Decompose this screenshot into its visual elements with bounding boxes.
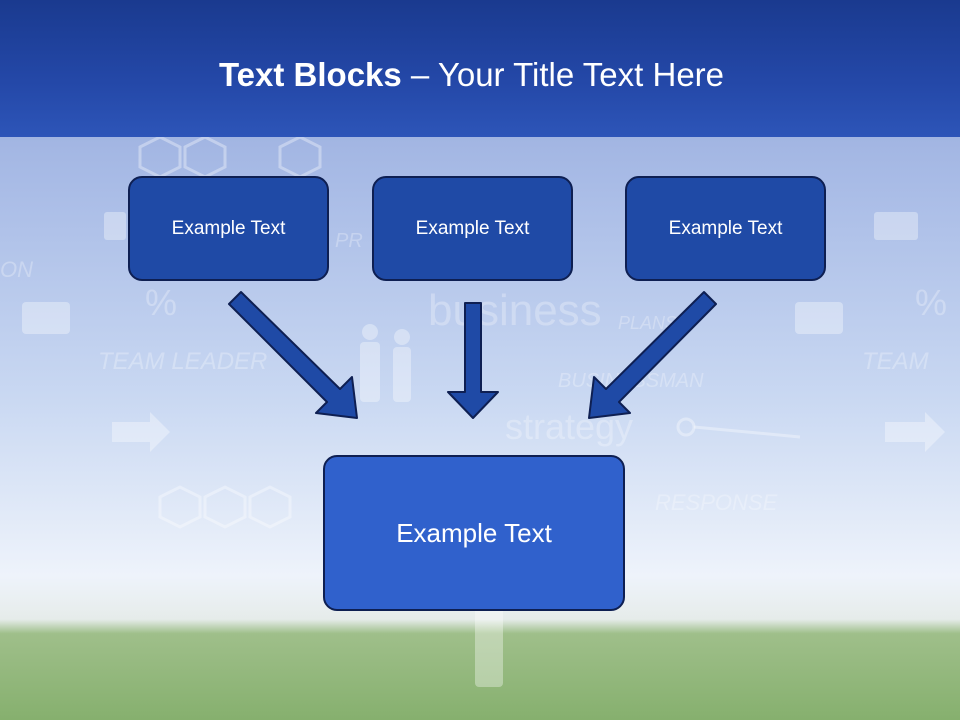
text-block-3[interactable]: Example Text xyxy=(625,176,826,281)
title-bold: Text Blocks xyxy=(218,56,402,93)
svg-text:PLANS: PLANS xyxy=(618,313,677,333)
svg-text:ON: ON xyxy=(0,257,33,282)
svg-text:business: business xyxy=(428,286,602,335)
svg-text:strategy: strategy xyxy=(505,406,633,447)
title-rest: – Your Title Text Here xyxy=(401,56,725,93)
svg-text:RESPONSE: RESPONSE xyxy=(655,490,778,515)
title-bar: Text Blocks – Your Title Text Here xyxy=(0,0,960,137)
svg-text:%: % xyxy=(915,282,947,323)
slide-title: Text Blocks – Your Title Text Here xyxy=(0,52,943,98)
svg-text:BUSINESSMAN: BUSINESSMAN xyxy=(558,370,704,392)
main-text-block[interactable]: Example Text xyxy=(323,455,625,611)
svg-text:%: % xyxy=(145,282,177,323)
svg-text:TEAM LEADER: TEAM LEADER xyxy=(98,348,267,375)
text-block-1[interactable]: Example Text xyxy=(128,176,329,281)
svg-text:TEAM: TEAM xyxy=(862,348,929,375)
text-block-2[interactable]: Example Text xyxy=(372,176,573,281)
svg-text:PR: PR xyxy=(335,230,363,252)
